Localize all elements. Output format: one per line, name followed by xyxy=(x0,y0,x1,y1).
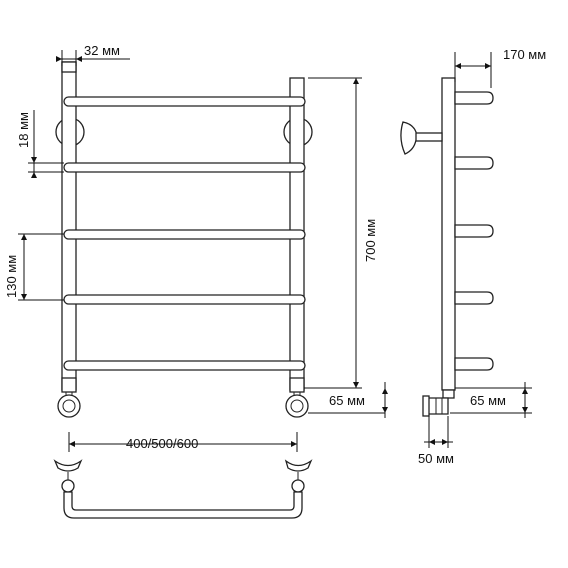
side-bar-5 xyxy=(454,357,494,371)
bar-spacing-label: 130 мм xyxy=(4,255,19,298)
dim-bar-spacing: 130 мм xyxy=(4,233,64,301)
rail-bar-5 xyxy=(63,360,306,371)
side-upright xyxy=(441,77,456,391)
side-offset-label: 50 мм xyxy=(418,451,454,466)
joint-right-top xyxy=(291,479,305,493)
rail-bar-3 xyxy=(63,229,306,240)
top-view xyxy=(53,459,313,519)
left-upright-cap xyxy=(61,61,77,73)
width-options-label: 400/500/600 xyxy=(126,436,198,451)
rail-loop-top xyxy=(63,491,303,519)
depth-label: 170 мм xyxy=(503,47,546,62)
dim-bottom-offset-side: 65 мм xyxy=(450,382,532,418)
dim-tube-width: 32 мм xyxy=(56,43,130,66)
joint-left-top xyxy=(61,479,75,493)
left-upright xyxy=(61,61,77,391)
bottom-offset-side-label: 65 мм xyxy=(470,393,506,408)
front-view xyxy=(55,61,313,418)
dim-height: 700 мм xyxy=(304,77,378,389)
dim-side-offset: 50 мм xyxy=(418,416,454,466)
height-label: 700 мм xyxy=(363,219,378,262)
dim-bottom-offset-front: 65 мм xyxy=(308,382,388,418)
side-bar-2 xyxy=(454,156,494,170)
bottom-offset-front-label: 65 мм xyxy=(329,393,365,408)
wall-mount-left-top xyxy=(53,459,83,472)
bottom-valve-right xyxy=(285,377,309,418)
dim-width: 400/500/600 xyxy=(68,432,298,452)
side-bar-4 xyxy=(454,291,494,305)
rail-bar-4 xyxy=(63,294,306,305)
dim-depth: 170 мм xyxy=(454,47,546,88)
side-view xyxy=(400,77,494,417)
bottom-valve-left xyxy=(57,377,81,418)
side-bar-3 xyxy=(454,224,494,238)
side-valve xyxy=(427,397,449,415)
bar-thickness-label: 18 мм xyxy=(16,112,31,148)
tube-width-label: 32 мм xyxy=(84,43,120,58)
dim-bar-thickness: 18 мм xyxy=(16,110,64,178)
rail-bar-1 xyxy=(63,96,306,107)
side-bar-1 xyxy=(454,91,494,105)
rail-bar-2 xyxy=(63,162,306,173)
side-bracket-arm xyxy=(413,132,443,142)
wall-mount-right-top xyxy=(284,459,313,472)
side-wall-mount xyxy=(400,121,417,155)
